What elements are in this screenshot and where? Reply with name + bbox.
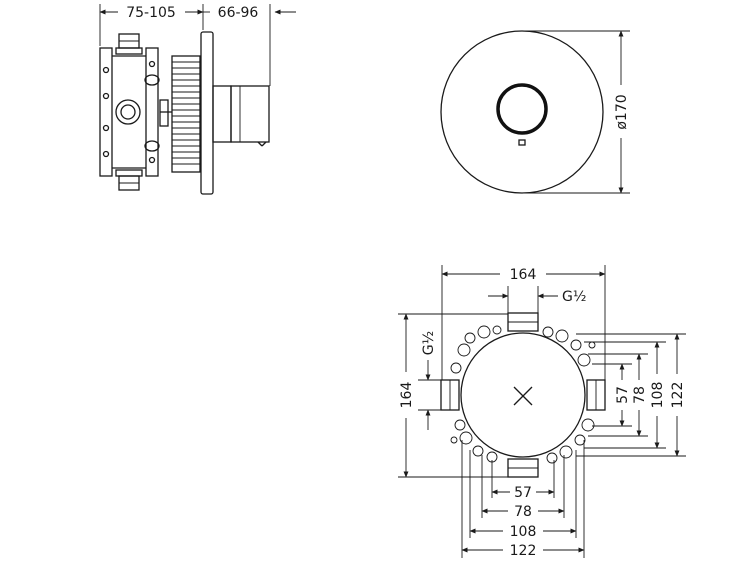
dim-right-122: 122	[670, 382, 686, 409]
threaded-body	[171, 55, 201, 173]
dim-bottom-108: 108	[510, 524, 537, 540]
knob-circle	[496, 83, 548, 135]
box-view: 164 G½ 164 G½	[398, 265, 686, 559]
dim-depth-label: 75-105	[126, 5, 176, 21]
side-view: 75-105 66-96	[99, 4, 296, 195]
right-dims: 57 78 108 122	[576, 333, 686, 457]
front-view: ø170	[440, 30, 630, 194]
dim-left-height-label: 164	[399, 382, 415, 409]
rosette-circle	[440, 30, 604, 194]
dim-top-thread-label: G½	[562, 289, 586, 305]
handle-collar	[212, 85, 232, 143]
dim-bottom-78: 78	[514, 504, 532, 520]
dim-right-78: 78	[632, 386, 648, 404]
dim-top-width-label: 164	[510, 267, 537, 283]
side-connector	[115, 99, 141, 125]
dim-right-108: 108	[650, 382, 666, 409]
dim-bottom-122: 122	[510, 543, 537, 559]
dim-left-thread-label: G½	[421, 331, 437, 355]
bottom-dims: 57 78 108 122	[461, 440, 585, 559]
frame-left-rail	[99, 47, 113, 177]
dim-bottom-57: 57	[514, 485, 532, 501]
box-inner-circle	[460, 332, 586, 458]
dim-right-57: 57	[615, 386, 631, 404]
dim-projection-label: 66-96	[218, 5, 259, 21]
frame-right-rail	[145, 47, 159, 177]
box-outline	[450, 325, 596, 464]
dim-diameter-label: ø170	[614, 94, 630, 129]
handle	[230, 85, 270, 143]
wall-plate	[200, 31, 214, 195]
